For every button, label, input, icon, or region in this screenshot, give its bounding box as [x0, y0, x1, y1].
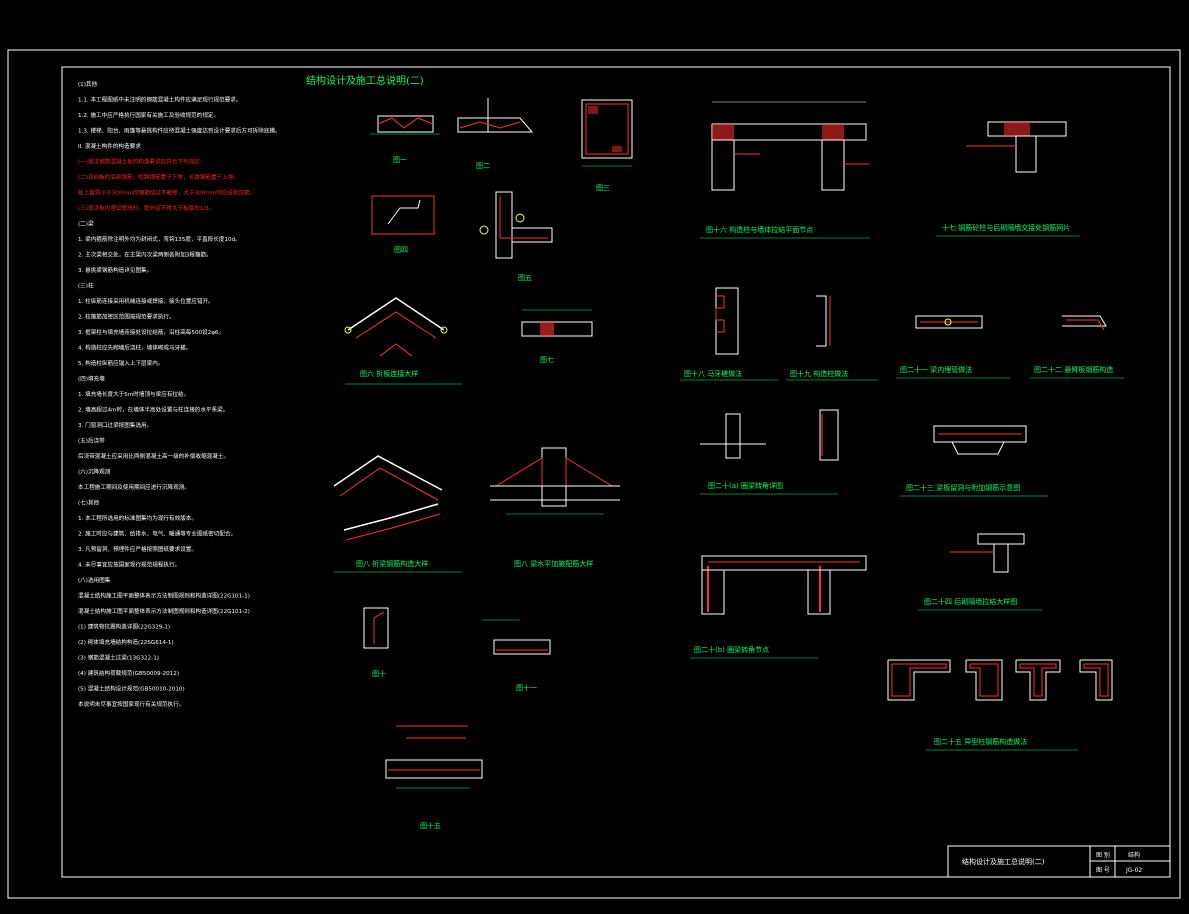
note-line: (七)其他: [78, 499, 100, 507]
note-line: 2. 柱箍筋加密区范围按规范要求执行。: [78, 313, 175, 321]
title-block-label: 结构设计及施工总说明(二): [962, 857, 1045, 866]
note-line: 3. 门窗洞口过梁按图集选用。: [78, 421, 152, 429]
detail-fig19: 图十九 构造柱做法: [786, 295, 878, 381]
caption-fig4: 图四: [394, 246, 408, 254]
caption-fig7: 图七: [540, 355, 554, 364]
note-line: 本说明未尽事宜按国家现行有关规范执行。: [78, 700, 184, 708]
detail-fig11: 图十一: [482, 619, 551, 692]
note-line: II. 混凝土构件的构造要求: [78, 142, 141, 150]
detail-fig22: 图二十二 悬臂板钢筋构造: [1030, 315, 1124, 379]
note-line: 1. 本工程所选用的标准图集均为现行有效版本。: [78, 514, 197, 522]
note-line: (二)梁: [78, 220, 94, 228]
note-line: (1) 建筑物抗震构造详图(22G329-1): [78, 623, 170, 631]
note-line: 1. 填充墙长度大于5m时墙顶与梁应有拉结。: [78, 390, 189, 398]
note-line: (二)双向板的底部钢筋，短跨钢筋置于下排，长跨钢筋置于上排。: [78, 173, 239, 181]
caption-fig2: 图二: [476, 162, 490, 170]
note-line: (三)柱: [78, 282, 94, 290]
note-line: (八)选用图集: [78, 576, 111, 584]
caption-fig19: 图十九 构造柱做法: [790, 369, 848, 378]
caption-fig11: 图十一: [516, 683, 537, 692]
note-line: (5) 混凝土结构设计规范(GB50010-2010): [78, 685, 185, 693]
note-line: 5. 构造柱纵筋应锚入上下层梁内。: [78, 359, 163, 367]
note-line: (四)填充墙: [78, 375, 105, 383]
caption-fig8a: 图八 折梁钢筋构造大样: [356, 559, 428, 568]
note-line: 本工程施工期间及使用期间应进行沉降观测。: [78, 483, 190, 491]
note-line: 3. 凡预留洞、预埋件应严格按照图纸要求设置。: [78, 545, 197, 553]
title-block-value-2: JG-02: [1125, 867, 1142, 874]
detail-fig6: 图六 折板连接大样: [344, 297, 462, 385]
detail-fig20b: 图二十(b) 圈梁转角节点: [690, 555, 867, 659]
caption-fig5: 图五: [518, 274, 532, 282]
caption-fig18: 图十八 马牙槎做法: [684, 369, 742, 378]
note-line: 1. 梁内箍筋除注明外均为封闭式，弯钩135度，平直段长度10d。: [78, 235, 241, 243]
sheet-frame: [7, 49, 1181, 899]
detail-fig23: 图二十三 梁板留洞与附加钢筋示意图: [900, 425, 1048, 497]
title-block-field-1: 图 别: [1096, 851, 1110, 859]
note-line: (4) 建筑结构荷载规范(GB50009-2012): [78, 669, 179, 677]
caption-fig1: 图一: [393, 156, 407, 164]
note-line: 1.2. 施工中应严格执行国家有关施工及验收规范的规定。: [78, 111, 219, 119]
note-line: (3) 钢筋混凝土过梁(13G322-1): [78, 654, 159, 662]
caption-fig23: 图二十三 梁板留洞与附加钢筋示意图: [906, 483, 1020, 492]
detail-fig20a: 图二十(a) 圈梁转角详图: [700, 409, 839, 495]
caption-fig24: 图二十四 后砌隔墙拉结大样图: [924, 597, 1017, 606]
note-line: (一)现浇钢筋混凝土板的构造要求应符合下列规定：: [78, 158, 205, 166]
title-block: 结构设计及施工总说明(二) 图 别 结构 图 号 JG-02: [947, 845, 1171, 878]
caption-fig15: 图十五: [420, 821, 441, 830]
title-block-field-2: 图 号: [1096, 867, 1110, 874]
note-line: 3. 框架柱与填充墙连接处设拉结筋，沿柱高每500设2φ6。: [78, 328, 224, 336]
note-line: (五)后浇带: [78, 437, 105, 445]
detail-fig15: 图十五: [385, 725, 483, 830]
caption-fig16: 图十六 构造柱与墙体拉结平面节点: [706, 225, 813, 234]
caption-fig22: 图二十二 悬臂板钢筋构造: [1034, 365, 1113, 374]
note-line: 3. 悬挑梁钢筋构造详见图集。: [78, 266, 152, 274]
note-line: 混凝土结构施工图平面整体表示方法制图规则和构造详图(22G101-1): [78, 592, 250, 600]
detail-fig3: 图三: [581, 99, 633, 192]
detail-fig10: 图十: [363, 607, 389, 678]
detail-fig4: 图四: [371, 195, 435, 254]
caption-fig10: 图十: [372, 669, 386, 678]
note-line: 混凝土结构施工图平面整体表示方法制图规则和构造详图(22G101-2): [78, 607, 250, 615]
detail-fig5: 图五: [479, 191, 553, 282]
detail-fig25: 图二十五 异型柱钢筋构造做法: [887, 659, 1113, 751]
detail-fig24: 图二十四 后砌隔墙拉结大样图: [918, 533, 1042, 611]
note-line: 2. 墙高超过4m时，在墙体半高处设置与柱连接的水平系梁。: [78, 406, 228, 414]
caption-fig21: 图二十一 梁内埋管做法: [900, 365, 972, 374]
note-line: 1. 柱纵筋连接采用机械连接或焊接，接头位置应错开。: [78, 297, 214, 305]
detail-fig8b: 图八 梁水平加腋配筋大样: [490, 447, 620, 568]
caption-fig20b: 图二十(b) 圈梁转角节点: [694, 645, 769, 654]
caption-fig6: 图六 折板连接大样: [360, 369, 418, 378]
note-line: 2. 施工时应与建筑、给排水、电气、暖通等专业图纸密切配合。: [78, 530, 236, 538]
detail-fig7: 图七: [521, 309, 593, 364]
note-line: 2. 主次梁相交处，在主梁内次梁两侧各附加3根箍筋。: [78, 251, 212, 259]
note-line: (六)沉降观测: [78, 468, 111, 476]
detail-fig17: 十七 钢筋砼柱与后砌隔墙交接处钢筋网片: [936, 121, 1080, 237]
note-line: 1.1. 本工程图纸中未注明的钢筋混凝土构件应满足现行规范要求。: [78, 96, 241, 104]
caption-fig17: 十七 钢筋砼柱与后砌隔墙交接处钢筋网片: [942, 223, 1070, 232]
note-line: 后浇带混凝土应采用比两侧混凝土高一级的补偿收缩混凝土。: [78, 452, 229, 460]
detail-fig16: 图十六 构造柱与墙体拉结平面节点: [700, 101, 870, 239]
note-line: 4. 未尽事宜应按国家现行规范规程执行。: [78, 561, 180, 569]
note-line: 板上留洞小于300mm时钢筋绕过不截断，大于300mm时应设附加筋。: [78, 189, 255, 197]
detail-fig21: 图二十一 梁内埋管做法: [896, 315, 1010, 379]
caption-fig3: 图三: [596, 184, 610, 192]
detail-fig1: 图一: [370, 115, 440, 164]
note-line: (三)现浇板内埋设管线时，管外径不得大于板厚的1/3。: [78, 204, 214, 212]
detail-fig2: 图二: [457, 98, 534, 170]
detail-fig18: 图十八 马牙槎做法: [680, 287, 778, 381]
note-line: (1)其他: [78, 80, 98, 88]
title-block-value-1: 结构: [1128, 851, 1140, 859]
note-line: 4. 构造柱应先砌墙后浇柱，墙体砌成马牙槎。: [78, 344, 191, 352]
note-line: (2) 砌体填充墙结构构造(22SG614-1): [78, 638, 174, 646]
caption-fig20a: 图二十(a) 圈梁转角详图: [708, 481, 783, 490]
caption-fig8b: 图八 梁水平加腋配筋大样: [514, 559, 593, 568]
sheet-title: 结构设计及施工总说明(二): [306, 74, 424, 87]
general-notes: (1)其他 1.1. 本工程图纸中未注明的钢筋混凝土构件应满足现行规范要求。 1.2…: [78, 80, 281, 708]
note-line: 1.3. 楼梯、阳台、雨篷等悬挑构件应待混凝土强度达到设计要求后方可拆除底模。: [78, 127, 281, 135]
caption-fig25: 图二十五 异型柱钢筋构造做法: [934, 737, 1027, 746]
detail-fig8a: 图八 折梁钢筋构造大样: [333, 455, 462, 573]
